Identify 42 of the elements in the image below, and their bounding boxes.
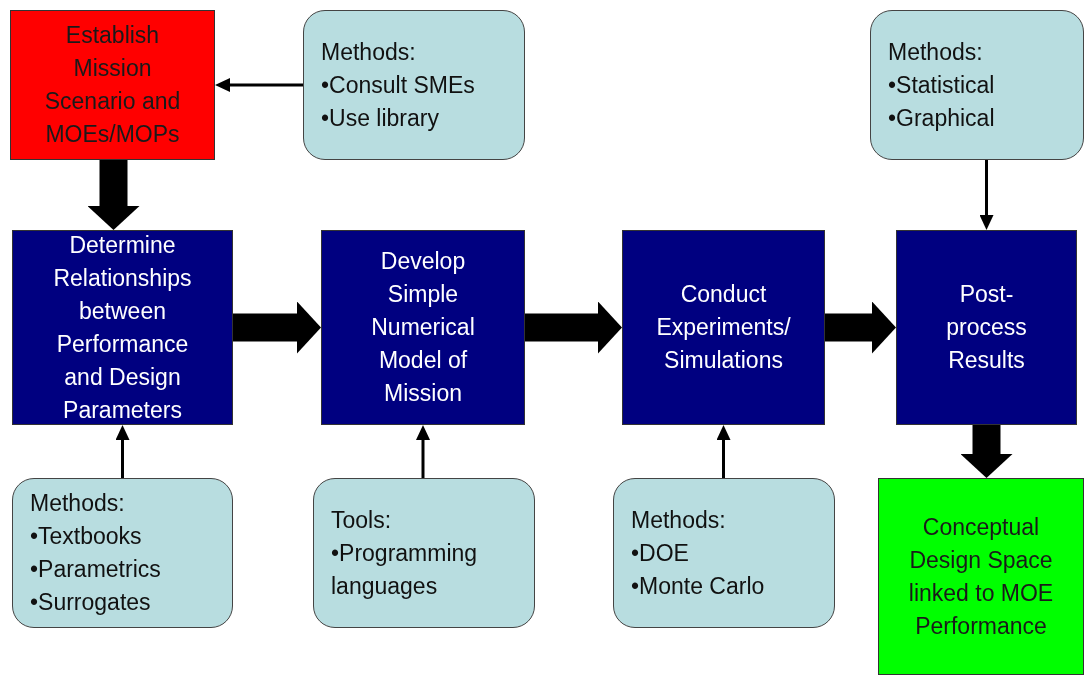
block-arrow — [960, 425, 1013, 478]
list-item: •Use library — [321, 103, 439, 133]
block-arrow — [233, 301, 321, 354]
list-item: •Programming languages — [331, 538, 479, 601]
result-box — [878, 478, 1084, 675]
note-heading: Methods: — [30, 489, 125, 518]
block-arrow — [87, 160, 140, 230]
process-box — [321, 230, 525, 425]
list-item: •Parametrics — [30, 555, 161, 584]
note-heading: Methods: — [888, 37, 983, 67]
arrow — [979, 160, 994, 230]
process-box — [12, 230, 233, 425]
arrow — [215, 78, 303, 92]
list-item: •Statistical — [888, 70, 995, 100]
list-item: •Consult SMEs — [321, 70, 475, 100]
box-label: Conceptual Design Space linked to MOE Performance — [907, 512, 1055, 641]
process-box — [622, 230, 825, 425]
methods-note — [870, 10, 1084, 160]
block-arrow — [525, 301, 622, 354]
box-label: Post-process Results — [945, 280, 1028, 375]
list-item: •Surrogates — [30, 588, 151, 617]
arrow — [716, 425, 731, 478]
box-label: Determine Relationships between Performance and Design Parameters — [52, 230, 193, 425]
arrow — [115, 425, 130, 478]
note-heading: Methods: — [321, 37, 416, 67]
box-label: Conduct Experiments/ Simulations — [655, 280, 792, 375]
box-label: Establish Mission Scenario and MOEs/MOPs — [43, 21, 182, 149]
methods-note — [12, 478, 233, 628]
list-item: •Textbooks — [30, 522, 142, 551]
block-arrow — [825, 301, 896, 354]
arrow — [416, 425, 430, 478]
methods-note — [613, 478, 835, 628]
list-item: •Monte Carlo — [631, 571, 765, 601]
note-heading: Tools: — [331, 505, 392, 535]
methods-note — [303, 10, 525, 160]
process-box — [896, 230, 1077, 425]
process-box — [10, 10, 215, 160]
note-heading: Methods: — [631, 505, 726, 535]
box-label: Develop Simple Numerical Model of Mission — [370, 247, 476, 408]
list-item: •DOE — [631, 538, 689, 568]
list-item: •Graphical — [888, 103, 995, 133]
methods-note — [313, 478, 535, 628]
